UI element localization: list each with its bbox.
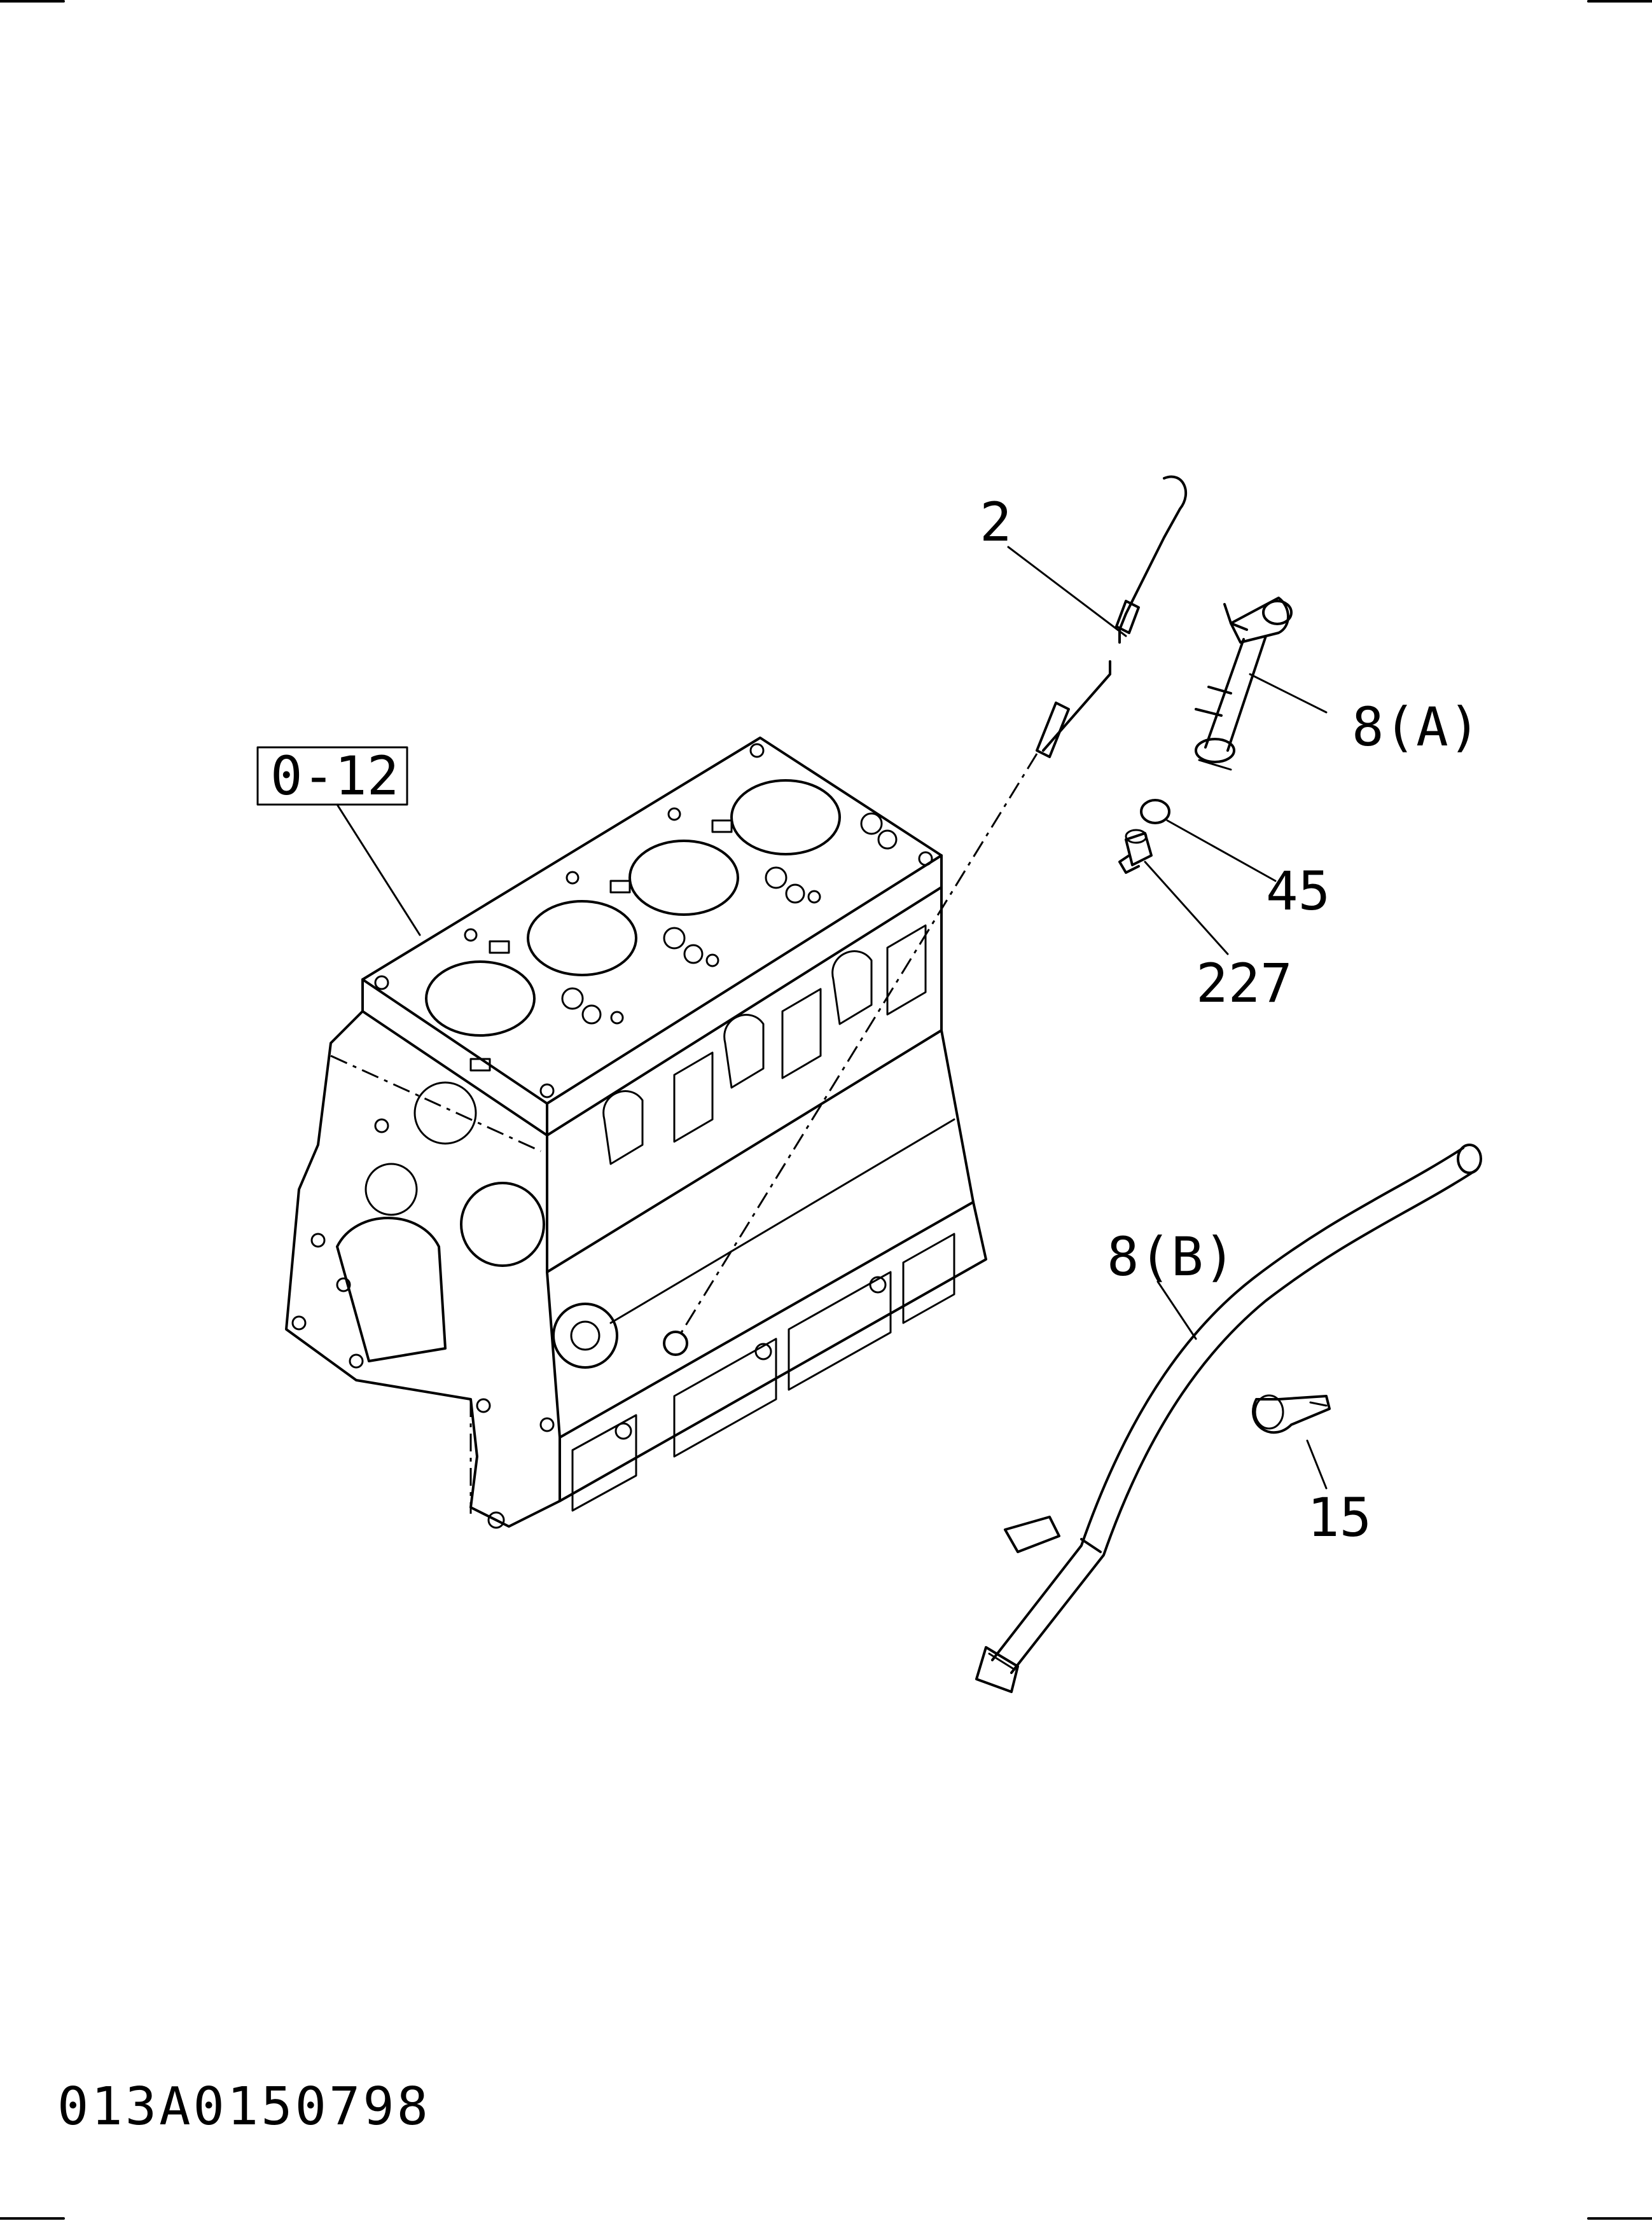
ref-box-label: 0-12 (270, 745, 399, 807)
side-windows (602, 924, 927, 1165)
timing-cover-detail (291, 1081, 618, 1529)
guide-tube-a (1195, 597, 1293, 771)
drawing-code: 013A0150798 (57, 2077, 431, 2137)
callout-o-ring: 45 (1266, 860, 1330, 922)
deck-bolt-holes (374, 743, 933, 1098)
clip (1252, 1394, 1331, 1434)
callout-guide-tube-b: 8(B) (1107, 1226, 1235, 1288)
plug (1118, 829, 1153, 874)
cylinder-bores (425, 779, 841, 1037)
callout-guide-tube-a: 8(A) (1352, 696, 1480, 758)
leader-lines (336, 546, 1328, 1490)
callout-dipstick: 2 (980, 491, 1012, 553)
guide-tube-b (975, 1144, 1482, 1693)
callout-plug: 227 (1196, 952, 1293, 1014)
o-ring (1140, 799, 1170, 824)
engine-block (285, 737, 987, 1529)
dipstick-boss (663, 1331, 688, 1356)
dipstick (676, 475, 1187, 1339)
callout-clip: 15 (1307, 1486, 1371, 1549)
coolant-ports (469, 812, 898, 1072)
ref-box (256, 746, 408, 806)
oil-pan-rail (571, 1233, 955, 1512)
callout-labels: 0-12 2 8(A) 45 227 8(B) 15 (256, 491, 1480, 1549)
